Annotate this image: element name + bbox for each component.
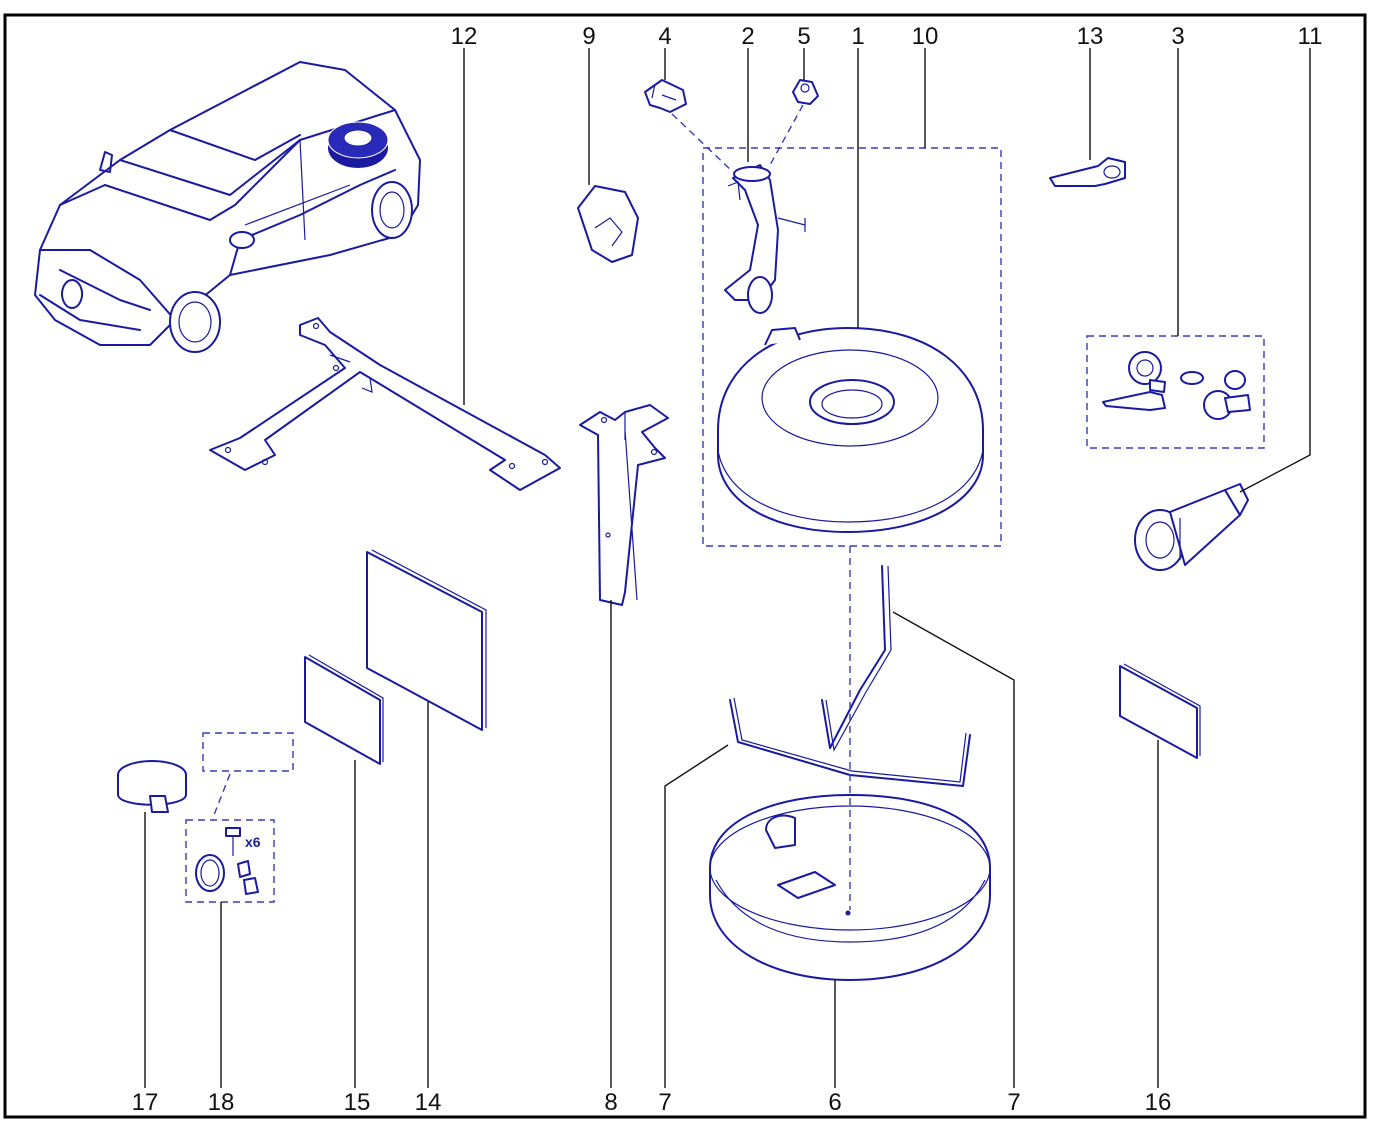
- arrow-4-to-2: [671, 113, 734, 173]
- callout-15: 15: [344, 1089, 371, 1116]
- part-9-clip: [577, 185, 639, 263]
- callout-4: 4: [658, 23, 671, 50]
- part-3-valve-kit: [1102, 351, 1251, 420]
- callout-9: 9: [582, 23, 595, 50]
- leader-lines: [144, 48, 1311, 1088]
- callout-10: 10: [912, 23, 939, 50]
- part-13-strap: [1049, 157, 1126, 187]
- group-18-upper-box: [202, 732, 294, 772]
- part-16-label: [1119, 665, 1198, 759]
- part-4-connector: [644, 79, 687, 113]
- part-8-support-bracket: [579, 404, 669, 606]
- callout-14: 14: [415, 1089, 442, 1116]
- callout-1: 1: [851, 23, 864, 50]
- car-spare-tank: [327, 121, 389, 168]
- part-14-cover-sheet: [366, 551, 483, 731]
- callout-12: 12: [451, 23, 478, 50]
- callout-3: 3: [1171, 23, 1184, 50]
- callout-6: 6: [828, 1089, 841, 1116]
- callout-7-right: 7: [1007, 1089, 1020, 1116]
- arrow-5-to-2: [769, 104, 804, 166]
- callout-11: 11: [1298, 23, 1323, 50]
- arrow-18: [213, 773, 231, 816]
- group-10-box: [702, 147, 1002, 547]
- callout-5: 5: [797, 23, 810, 50]
- callout-13: 13: [1077, 23, 1104, 50]
- callout-16: 16: [1145, 1089, 1172, 1116]
- part-12-mounting-frame: [209, 317, 561, 491]
- callout-2: 2: [741, 23, 754, 50]
- part-5-clamp: [792, 79, 819, 105]
- part-17-collar: [117, 760, 187, 813]
- part-1-toroidal-tank: [717, 327, 984, 533]
- part-18-hardware-kit: [195, 827, 259, 895]
- group-3-box: [1086, 335, 1265, 449]
- part-11-refill-valve: [1134, 483, 1249, 571]
- quantity-label: x6: [245, 834, 261, 850]
- callout-18: 18: [208, 1089, 235, 1116]
- car-illustration: [34, 61, 421, 353]
- diagram-frame: [3, 13, 1367, 1119]
- part-2-filler-neck: [724, 164, 806, 314]
- part-15-label-sheet: [304, 656, 381, 765]
- callout-7-left: 7: [658, 1089, 671, 1116]
- callout-17: 17: [132, 1089, 159, 1116]
- callout-8: 8: [604, 1089, 617, 1116]
